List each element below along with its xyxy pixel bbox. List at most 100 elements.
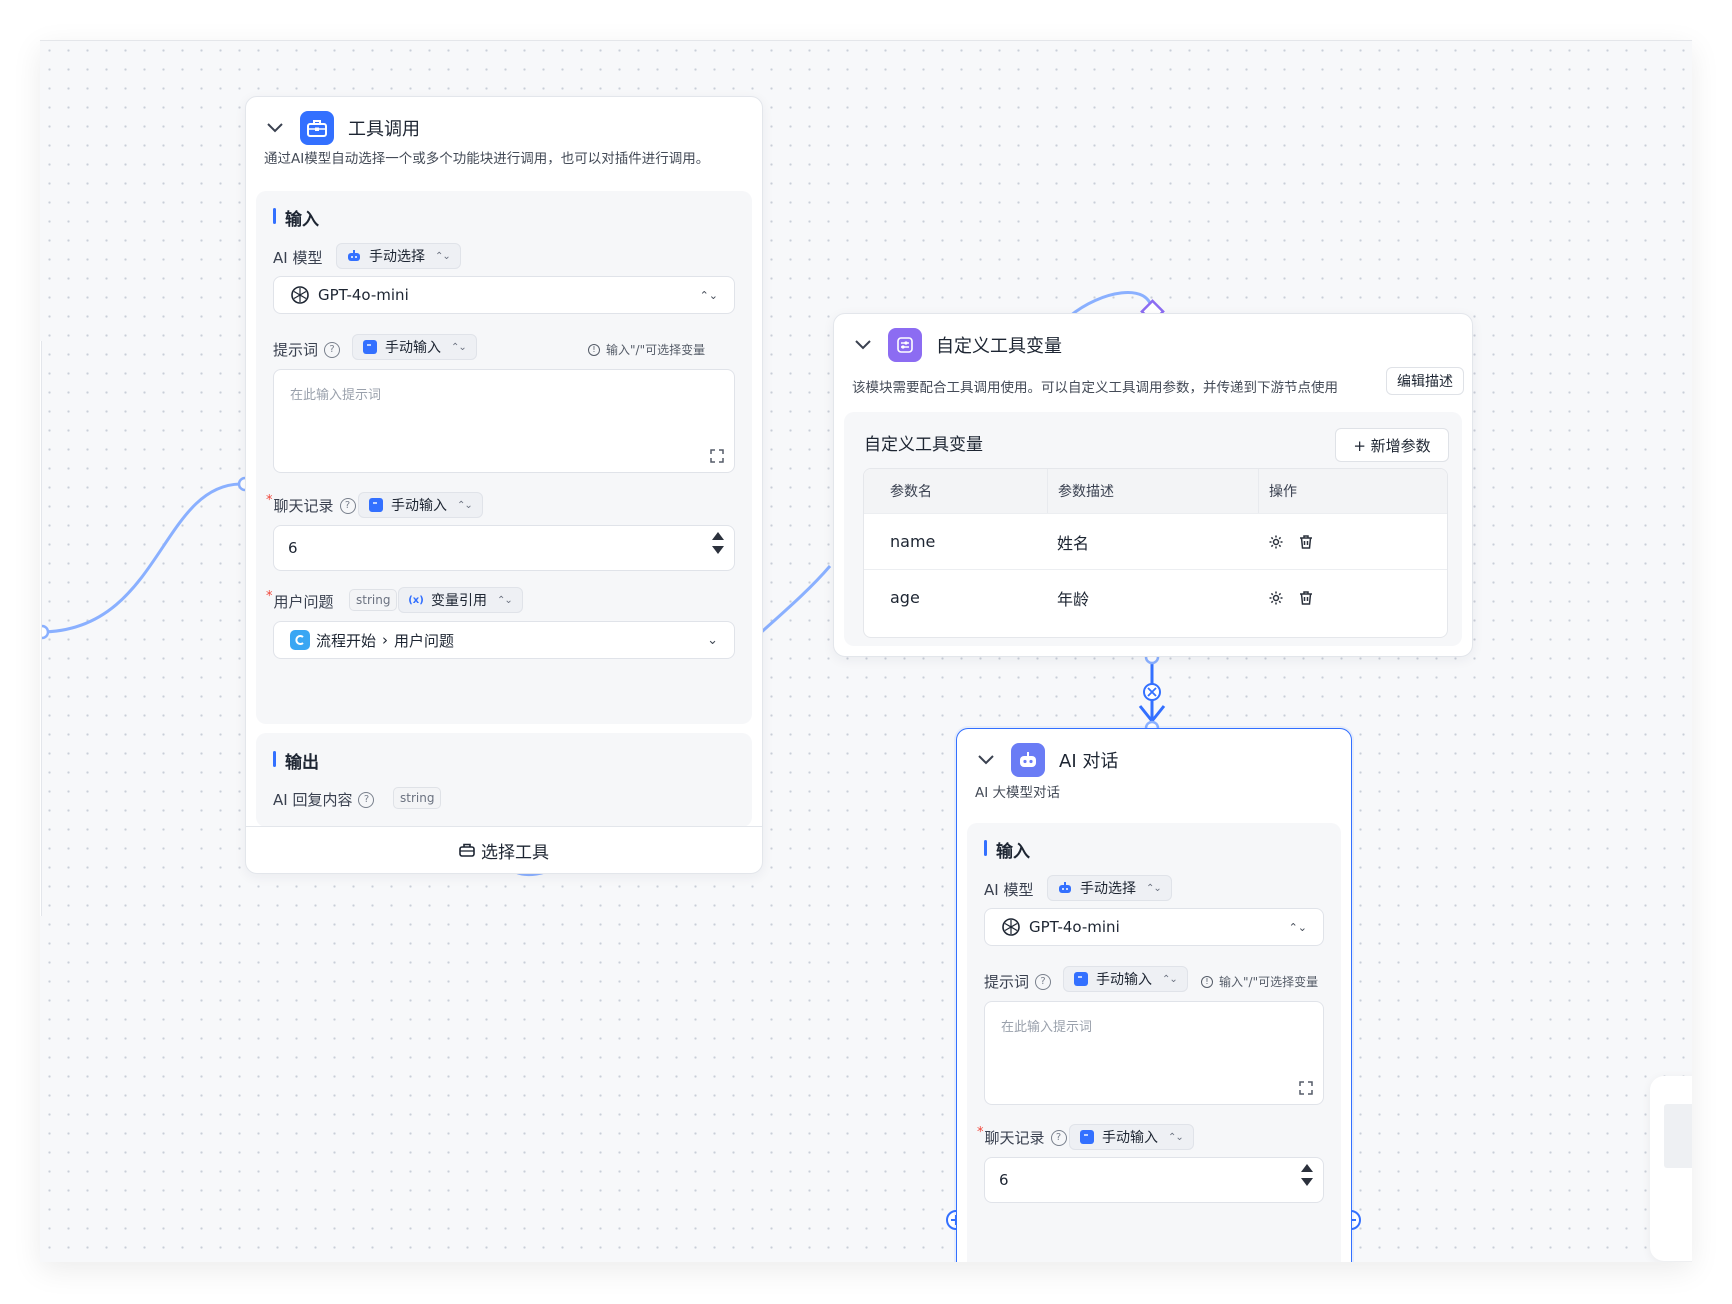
prompt-label: 提示词? (984, 971, 1052, 992)
increment-icon[interactable] (1301, 1164, 1313, 1172)
history-mode-value: 手动输入 (391, 498, 447, 514)
help-icon[interactable]: ? (358, 791, 375, 808)
decrement-icon[interactable] (712, 546, 724, 554)
node-title: AI 对话 (1059, 751, 1119, 772)
flow-start-icon (290, 630, 310, 650)
chevron-down-icon[interactable] (852, 334, 874, 356)
expand-icon[interactable] (1299, 1080, 1313, 1095)
row-actions (1258, 534, 1447, 550)
history-mode-select[interactable]: 手动输入 ⌃⌄ (1069, 1124, 1194, 1150)
robot-icon (347, 249, 361, 263)
row-actions (1258, 590, 1447, 606)
help-icon[interactable]: ? (339, 497, 356, 514)
type-tag: string (393, 787, 442, 809)
required-mark: * (266, 589, 273, 604)
question-label-text: 用户问题 (273, 593, 334, 611)
question-mode-select[interactable]: (x) 变量引用 ⌃⌄ (398, 587, 523, 613)
prompt-hint-text: 输入"/"可选择变量 (606, 343, 706, 357)
help-icon[interactable]: ? (324, 341, 341, 358)
up-down-icon: ⌃⌄ (1146, 882, 1162, 894)
model-mode-select[interactable]: 手动选择 ⌃⌄ (1047, 875, 1172, 901)
node-title: 自定义工具变量 (936, 336, 1062, 357)
expand-icon[interactable] (710, 448, 724, 463)
input-icon (369, 498, 383, 512)
increment-icon[interactable] (712, 532, 724, 540)
prompt-textarea[interactable]: 在此输入提示词 (984, 1001, 1324, 1105)
decrement-icon[interactable] (1301, 1178, 1313, 1186)
tool-call-node[interactable]: 工具调用 通过AI模型自动选择一个或多个功能块进行调用，也可以对插件进行调用。 … (245, 96, 763, 874)
openai-icon (290, 285, 310, 305)
up-down-icon: ⌃⌄ (1288, 920, 1307, 934)
node-description: 该模块需要配合工具调用使用。可以自定义工具调用参数，并传递到下游节点使用 (852, 380, 1338, 396)
history-mode-select[interactable]: 手动输入 ⌃⌄ (358, 492, 483, 518)
number-stepper[interactable] (712, 532, 724, 554)
delete-icon[interactable] (1298, 590, 1314, 606)
help-icon[interactable]: ? (1050, 1129, 1067, 1146)
prompt-mode-value: 手动输入 (1096, 972, 1152, 988)
help-icon[interactable]: ? (1035, 973, 1052, 990)
model-select[interactable]: GPT-4o-mini ⌃⌄ (273, 276, 735, 314)
chevron-down-icon[interactable] (975, 749, 997, 771)
delete-icon[interactable] (1298, 534, 1314, 550)
section-title: 输入 (273, 205, 319, 230)
param-name: age (890, 588, 920, 607)
info-icon: ! (588, 343, 600, 356)
history-input[interactable]: 6 (984, 1157, 1324, 1203)
settings-icon[interactable] (1268, 534, 1284, 550)
chevron-down-icon[interactable] (264, 117, 286, 139)
model-mode-value: 手动选择 (1080, 881, 1136, 897)
toolbox-icon (300, 111, 334, 145)
side-toolbar-item[interactable] (1664, 1104, 1692, 1168)
robot-icon (1058, 881, 1072, 895)
edge-delete-x (1147, 687, 1157, 697)
prompt-mode-select[interactable]: 手动输入 ⌃⌄ (352, 334, 477, 360)
column-header: 参数描述 (1047, 469, 1258, 513)
side-toolbar-panel[interactable] (1650, 1076, 1692, 1261)
question-target: 用户问题 (394, 631, 455, 650)
model-label: AI 模型 (273, 249, 323, 267)
output-label: AI 回复内容? (273, 789, 375, 810)
select-tool-button[interactable]: 选择工具 (246, 826, 762, 873)
table-row: name 姓名 (864, 513, 1447, 569)
up-down-icon: ⌃⌄ (451, 341, 467, 353)
custom-tool-variable-node[interactable]: 自定义工具变量 该模块需要配合工具调用使用。可以自定义工具调用参数，并传递到下游… (833, 313, 1473, 657)
add-param-button[interactable]: + 新增参数 (1335, 428, 1449, 462)
chevron-down-icon: ⌄ (707, 632, 718, 648)
history-label-text: 聊天记录 (273, 497, 334, 515)
history-label-text: 聊天记录 (984, 1129, 1045, 1147)
prompt-hint-text: 输入"/"可选择变量 (1219, 975, 1319, 989)
input-section: 输入 AI 模型 手动选择 ⌃⌄ GPT-4o-mini ⌃⌄ 提示词? 手动输… (967, 823, 1341, 1262)
prompt-placeholder: 在此输入提示词 (290, 388, 382, 403)
prompt-mode-select[interactable]: 手动输入 ⌃⌄ (1063, 966, 1188, 992)
params-table: 参数名 参数描述 操作 name 姓名 age 年龄 (863, 468, 1448, 638)
select-tool-label: 选择工具 (481, 842, 549, 863)
openai-icon (1001, 917, 1021, 937)
edit-description-button[interactable]: 编辑描述 (1386, 367, 1464, 395)
column-header: 操作 (1258, 469, 1447, 513)
edge-start-to-tool (40, 482, 241, 634)
question-label: *用户问题 (266, 589, 334, 612)
output-section: 输出 AI 回复内容? string (256, 733, 752, 827)
type-tag: string (349, 589, 398, 611)
question-reference-select[interactable]: 流程开始 › 用户问题 ⌄ (273, 621, 735, 659)
model-select[interactable]: GPT-4o-mini ⌃⌄ (984, 908, 1324, 946)
workflow-canvas[interactable]: 工具调用 通过AI模型自动选择一个或多个功能块进行调用，也可以对插件进行调用。 … (40, 40, 1692, 1262)
param-desc: 年龄 (1057, 589, 1090, 609)
node-description: AI 大模型对话 (975, 785, 1061, 801)
prompt-textarea[interactable]: 在此输入提示词 (273, 369, 735, 473)
model-mode-select[interactable]: 手动选择 ⌃⌄ (336, 243, 461, 269)
node-header: AI 对话 (975, 743, 1118, 777)
settings-icon[interactable] (1268, 590, 1284, 606)
required-mark: * (977, 1125, 984, 1140)
number-stepper[interactable] (1301, 1164, 1313, 1186)
history-input[interactable]: 6 (273, 525, 735, 571)
prompt-label-text: 提示词 (984, 973, 1030, 991)
section-title: 自定义工具变量 (864, 435, 983, 455)
up-down-icon: ⌃⌄ (699, 288, 718, 302)
model-label: AI 模型 (984, 881, 1034, 899)
param-desc: 姓名 (1057, 533, 1090, 553)
info-icon: ! (1201, 975, 1213, 988)
ai-chat-node[interactable]: AI 对话 AI 大模型对话 输入 AI 模型 手动选择 ⌃⌄ GPT-4o-m… (956, 728, 1352, 1262)
question-mode-value: 变量引用 (431, 593, 487, 609)
section-title: 输入 (984, 837, 1030, 862)
